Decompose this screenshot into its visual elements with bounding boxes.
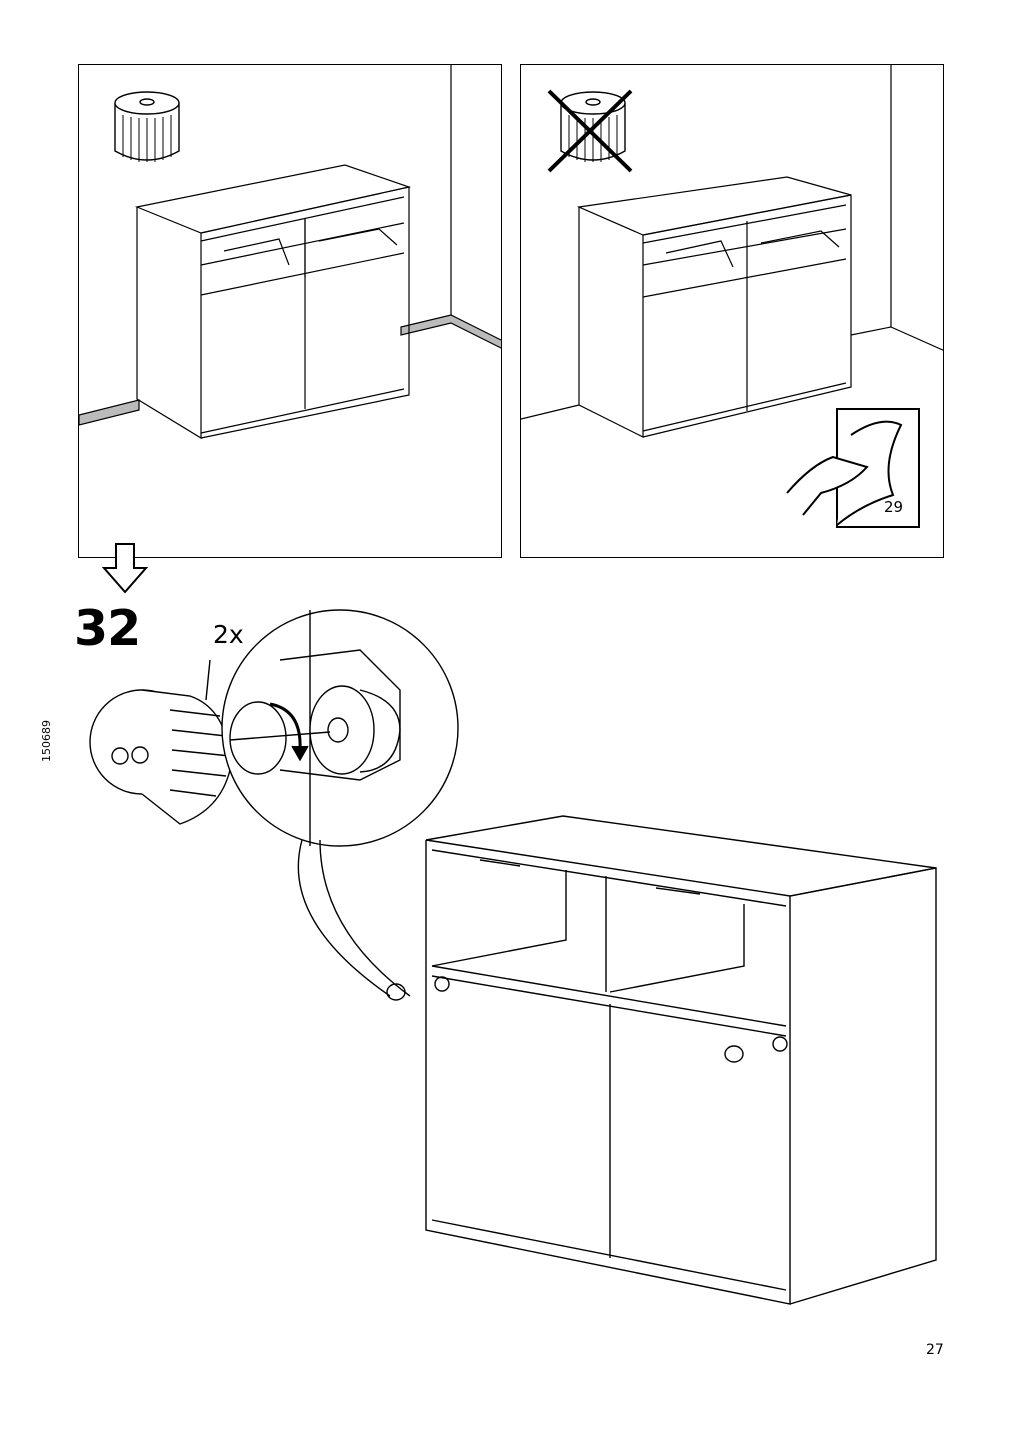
page-number: 27 [926, 1342, 944, 1358]
cross-icon [547, 89, 633, 173]
magnifier-circle [221, 609, 459, 997]
down-arrow-icon [98, 540, 150, 596]
rotate-arrow-icon [269, 702, 309, 762]
panel-with-feet [78, 64, 502, 558]
quantity-label: 2x [213, 620, 244, 649]
sideboard-illustration-alt [521, 65, 943, 528]
step-number: 32 [74, 600, 141, 657]
panel-without-feet [520, 64, 944, 558]
cabinet-illustration [386, 815, 937, 1305]
reference-page-number: 29 [884, 498, 904, 516]
step-32-illustration [80, 600, 950, 1320]
sideboard-illustration [79, 65, 501, 440]
adjustable-foot-icon [114, 91, 180, 162]
hand-page-turn-icon [786, 408, 920, 528]
article-number: 150689 [40, 720, 53, 762]
adjustable-foot-icon [89, 689, 231, 825]
